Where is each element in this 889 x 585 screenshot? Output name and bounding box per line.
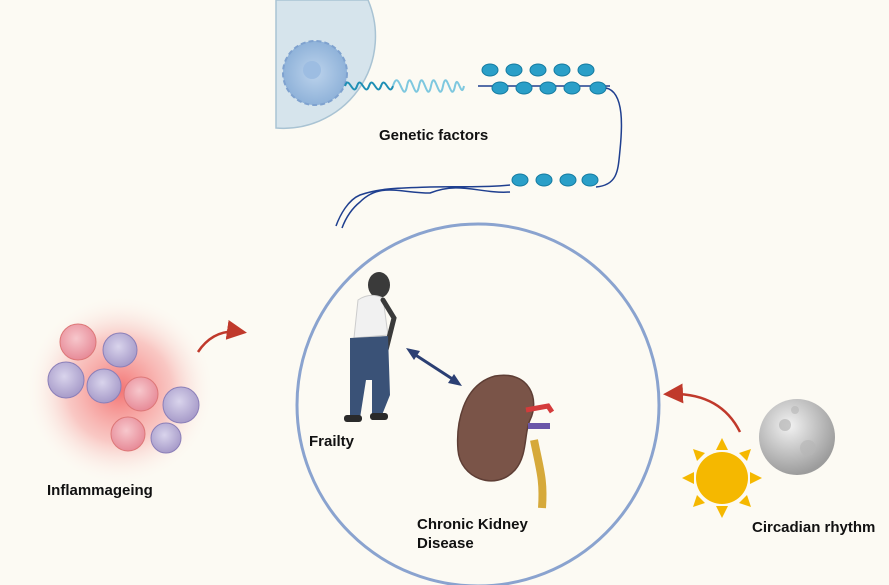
moon-icon (759, 399, 835, 475)
nucleosome-array-upper (478, 63, 610, 95)
nucleosome-array-lower (511, 173, 599, 187)
cell-nucleus-illustration (275, 0, 377, 130)
ckd-label-line2: Disease (417, 535, 474, 552)
sun-icon (682, 438, 762, 518)
dna-double-helix (335, 184, 511, 229)
frailty-label: Frailty (309, 433, 355, 450)
ckd-label: Chronic Kidney Disease (417, 515, 528, 553)
elderly-person-figure (344, 272, 397, 422)
central-circle (295, 222, 661, 585)
dna-linker (595, 87, 623, 188)
inflammation-cells (25, 295, 215, 485)
frailty-ckd-double-arrow (406, 348, 462, 386)
chromatin-coil (344, 79, 465, 93)
genetic-factors-label: Genetic factors (379, 127, 489, 144)
inflammageing-label: Inflammageing (47, 482, 153, 499)
ckd-label-line1: Chronic Kidney (417, 516, 528, 533)
circadian-rhythm-label: Circadian rhythm (752, 519, 876, 536)
kidney-illustration (456, 374, 555, 509)
circadian-arrow (663, 383, 742, 433)
inflammageing-arrow (196, 319, 247, 353)
